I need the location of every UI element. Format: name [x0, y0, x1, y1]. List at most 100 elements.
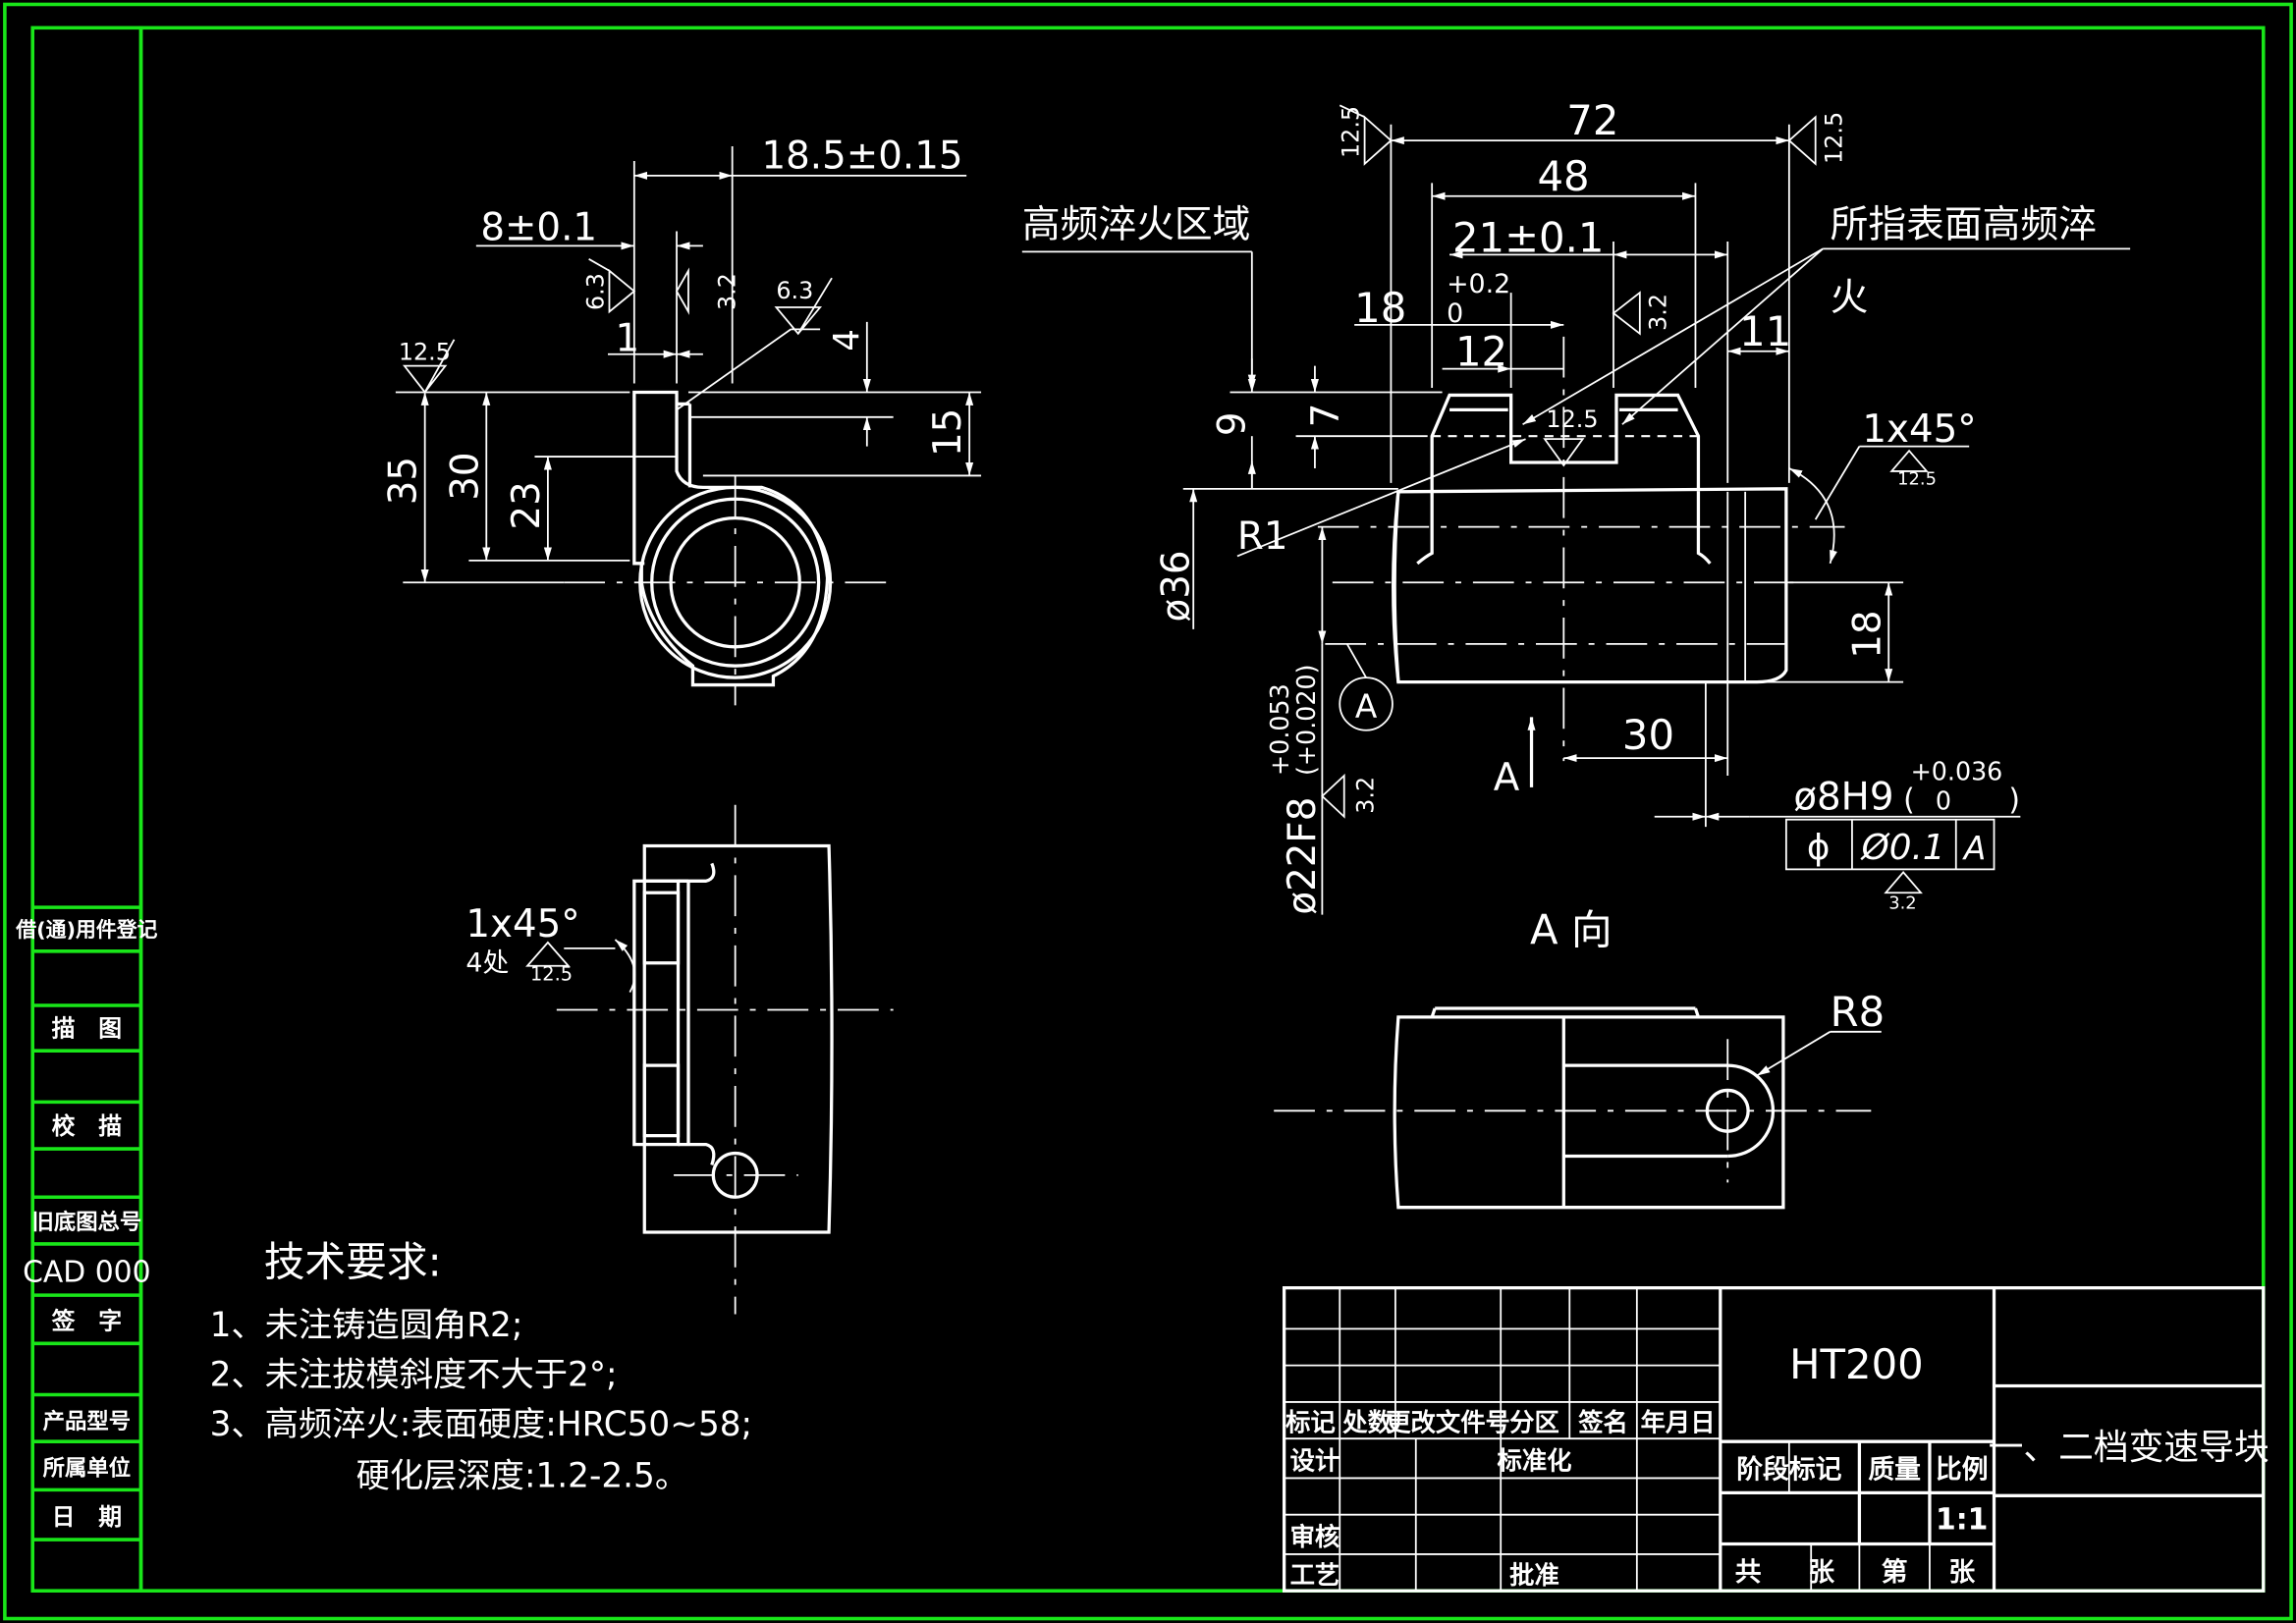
header-sign: 签名	[1577, 1408, 1628, 1437]
dim-30: 30	[443, 452, 487, 500]
dim-7: 7	[1304, 404, 1348, 428]
side-row-3: 校 描	[52, 1112, 123, 1140]
side-row-4: 旧底图总号	[32, 1209, 142, 1235]
chamfer-1x45-top: 1x45°	[465, 902, 579, 947]
dim-11: 11	[1739, 307, 1791, 355]
dim-phi8h9: ø8H9	[1793, 775, 1893, 819]
header-count: 处数	[1341, 1408, 1393, 1437]
dim-18-right: 18	[1845, 610, 1889, 658]
dim-12: 12	[1455, 328, 1507, 376]
tol-22-plus: +0.053	[1265, 683, 1294, 776]
roughness-r12: 3.2	[1888, 893, 1916, 914]
dim-1: 1	[615, 317, 639, 361]
roughness-r10: 12.5	[1897, 468, 1937, 489]
roughness-r7: 12.5	[1821, 112, 1848, 164]
label-scale: 比例	[1936, 1454, 1989, 1485]
part-name: 一、二档变速导块	[1989, 1428, 2269, 1468]
side-row-2: 描 图	[52, 1014, 122, 1042]
dim-48: 48	[1537, 152, 1589, 200]
dim-9: 9	[1210, 412, 1254, 437]
side-strip	[30, 26, 143, 1593]
label-approve: 批准	[1509, 1560, 1559, 1590]
drawing-frame	[3, 2, 2293, 1621]
gtol-symbol: ϕ	[1807, 828, 1831, 868]
scale-value: 1:1	[1936, 1503, 1988, 1538]
roughness-r5: 12.5	[530, 963, 573, 986]
roughness-r3: 3.2	[714, 273, 741, 310]
roughness-r4: 6.3	[776, 277, 813, 304]
tech-req-line-4: 硬化层深度:1.2-2.5。	[356, 1456, 688, 1495]
roughness-r11: 3.2	[1352, 777, 1380, 814]
roughness-r9: 12.5	[1546, 406, 1598, 433]
side-row-7: 产品型号	[43, 1408, 131, 1434]
top-view: 1x45° 4处 12.5	[465, 804, 894, 1315]
tol-18-zero: 0	[1447, 298, 1463, 329]
dim-23: 23	[505, 481, 549, 529]
dim-phi22f8: ø22F8	[1281, 797, 1325, 915]
dim-30: 30	[1622, 711, 1674, 759]
header-mark: 标记	[1285, 1408, 1336, 1437]
roughness-r8: 3.2	[1645, 294, 1672, 331]
chamfer-1x45-front: 1x45°	[1862, 407, 1976, 452]
side-row-6: 签 字	[52, 1307, 122, 1334]
side-panel: 借(通)用件登记 描 图 校 描 旧底图总号 CAD 000 签 字 产品型号 …	[15, 905, 158, 1542]
label-hf-surface-2: 火	[1831, 276, 1869, 320]
side-row-1: 借(通)用件登记	[15, 918, 157, 942]
label-stage: 阶段标记	[1736, 1454, 1841, 1485]
dim-21: 21±0.1	[1452, 213, 1604, 261]
tol-8-close: )	[2008, 783, 2020, 817]
tech-req-line-2: 2、未注拔模斜度不大于2°;	[210, 1356, 618, 1395]
a-view: A 向 R8	[1274, 905, 1886, 1210]
dim-8: 8±0.1	[480, 205, 597, 249]
dim-18-5: 18.5±0.15	[761, 134, 962, 178]
side-row-9: 日 期	[52, 1503, 122, 1531]
gtol-value: Ø0.1	[1860, 828, 1945, 868]
technical-requirements: 技术要求: 1、未注铸造圆角R2; 2、未注拔模斜度不大于2°; 3、高频淬火:…	[210, 1238, 753, 1496]
dim-r8: R8	[1831, 988, 1886, 1036]
roughness-r6: 12.5	[1338, 106, 1365, 158]
tech-req-title: 技术要求:	[264, 1238, 442, 1286]
tol-8-zero: 0	[1936, 785, 1951, 815]
tol-18-plus: +0.2	[1447, 269, 1510, 299]
label-hf-zone: 高频淬火区域	[1022, 202, 1251, 246]
dim-35: 35	[382, 457, 426, 505]
tol-22-lower: (+0.020)	[1291, 664, 1321, 776]
roughness-r1: 12.5	[399, 339, 451, 366]
view-a-title: A 向	[1530, 905, 1613, 953]
label-standard: 标准化	[1498, 1445, 1572, 1475]
label-sheet-2: 张	[1948, 1557, 1975, 1588]
view-arrow-a: A	[1494, 756, 1520, 800]
header-zone: 分区	[1509, 1408, 1559, 1437]
label-design: 设计	[1290, 1445, 1340, 1475]
label-review: 审核	[1290, 1522, 1340, 1551]
tech-req-line-1: 1、未注铸造圆角R2;	[210, 1306, 523, 1345]
header-doc: 更改文件号	[1386, 1408, 1510, 1437]
side-row-5: CAD 000	[23, 1256, 150, 1290]
outer-border	[3, 2, 2293, 1621]
tech-req-line-3: 3、高频淬火:表面硬度:HRC50~58;	[210, 1405, 753, 1444]
label-sheet: 张	[1808, 1557, 1834, 1588]
dim-72: 72	[1566, 96, 1618, 144]
tol-8-open: (	[1903, 783, 1915, 817]
dim-phi36: ø36	[1155, 550, 1199, 622]
title-block: HT200 一、二档变速导块 标记 处数 更改文件号 分区 签名 年月日 设计 …	[1282, 1286, 2269, 1593]
label-process: 工艺	[1290, 1560, 1340, 1590]
gtol-datum: A	[1962, 830, 1986, 867]
dim-r1: R1	[1237, 514, 1288, 559]
roughness-r2: 6.3	[582, 273, 610, 310]
tol-8-plus: +0.036	[1911, 756, 2003, 785]
label-total: 共	[1735, 1557, 1762, 1588]
label-number: 第	[1882, 1556, 1908, 1588]
datum-a-circle: A	[1355, 687, 1378, 725]
side-view: 18.5±0.15 8±0.1 1 4 15 35 30 23 12.5 6.3…	[382, 134, 982, 706]
material: HT200	[1789, 1340, 1923, 1388]
dim-15: 15	[926, 408, 970, 457]
side-row-8: 所属单位	[43, 1454, 131, 1481]
label-hf-surface-1: 所指表面高频淬	[1831, 202, 2097, 246]
chamfer-count: 4处	[465, 948, 509, 979]
header-date: 年月日	[1641, 1408, 1716, 1437]
label-mass: 质量	[1868, 1454, 1921, 1485]
dim-18-top: 18	[1354, 284, 1406, 332]
dim-4: 4	[827, 329, 867, 352]
